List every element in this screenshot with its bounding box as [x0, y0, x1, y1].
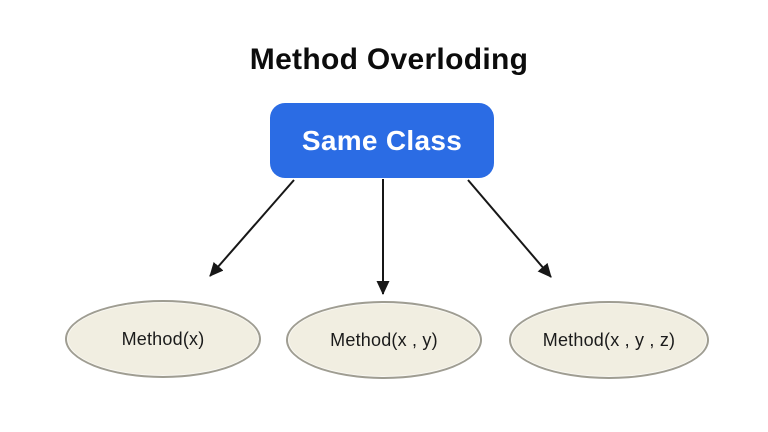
method-x-y-z-node: Method(x , y , z) — [509, 301, 709, 379]
arrow-down-right-icon — [467, 179, 552, 278]
method-x-y-label: Method(x , y) — [330, 329, 438, 350]
arrow-down-left-icon — [209, 179, 295, 277]
same-class-label: Same Class — [301, 124, 463, 156]
method-x-y-z-label: Method(x , y , z) — [542, 329, 676, 350]
diagram-title: Method Overloding — [249, 43, 529, 76]
same-class-node: Same Class — [270, 103, 494, 178]
method-x-label: Method(x) — [121, 328, 205, 349]
method-x-y-node: Method(x , y) — [286, 301, 482, 379]
method-x-node: Method(x) — [65, 300, 261, 378]
